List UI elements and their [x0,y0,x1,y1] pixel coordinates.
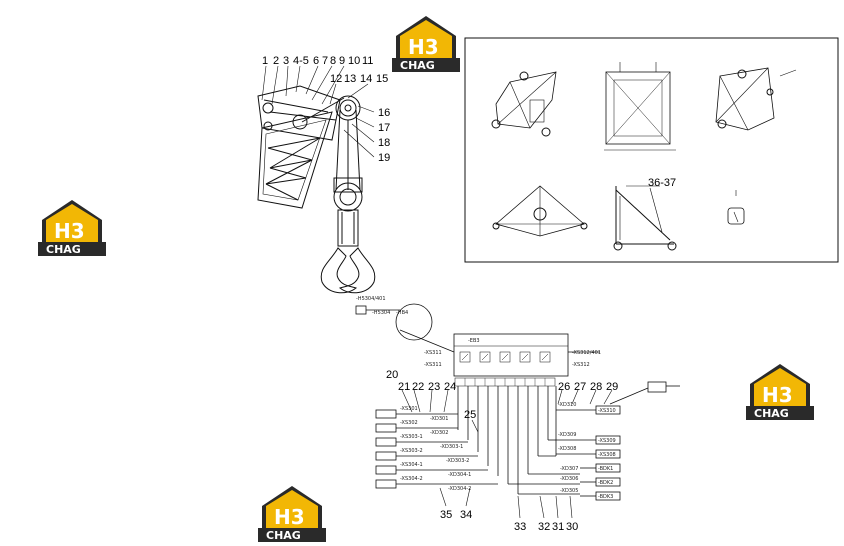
detail-views-frame [464,37,839,263]
svg-text:CHAG: CHAG [266,529,301,542]
callout-3: 3 [283,55,289,67]
svg-text:H3: H3 [54,219,85,243]
svg-text:H3: H3 [408,35,439,59]
svg-text:-XS310: -XS310 [598,408,616,414]
svg-text:-EB3: -EB3 [468,338,480,344]
svg-text:-XS301: -XS301 [400,406,418,412]
svg-text:-XS303-2: -XS303-2 [400,448,423,454]
schematic-callouts: 20 21 22 23 24 25 26 27 28 29 30 31 32 3… [386,369,618,533]
callout-8: 8 [330,55,336,67]
svg-text:-XD302: -XD302 [430,430,448,436]
callout-27: 27 [574,381,586,393]
callout-19: 19 [378,152,390,164]
callout-23: 23 [428,381,440,393]
svg-text:-XD301: -XD301 [430,416,448,422]
svg-text:-XS312/401: -XS312/401 [572,350,601,356]
svg-text:-XD307: -XD307 [560,466,578,472]
crane-leader-lines [261,65,375,158]
callout-24: 24 [444,381,456,393]
callout-11: 11 [362,55,373,67]
svg-text:-XD309: -XD309 [558,432,576,438]
svg-text:-BDK1: -BDK1 [598,466,613,472]
crane-jib-drawing [257,85,376,294]
svg-text:-XD306: -XD306 [560,476,578,482]
svg-text:-BDK2: -BDK2 [598,480,613,486]
svg-text:H3: H3 [274,505,305,529]
svg-text:-HB4: -HB4 [396,310,408,316]
svg-text:-XS308: -XS308 [598,452,616,458]
schematic-leader-lines [401,389,613,519]
callout-30: 30 [566,521,578,533]
callout-20: 20 [386,369,398,381]
callout-25: 25 [464,409,476,421]
callout-14: 14 [360,73,372,85]
callout-17: 17 [378,122,390,134]
callout-4-5: 4-5 [293,55,309,67]
svg-text:-XD308: -XD308 [558,446,576,452]
callout-18: 18 [378,137,390,149]
svg-text:-XD305: -XD305 [560,488,578,494]
svg-text:CHAG: CHAG [400,59,435,72]
callout-1: 1 [262,55,268,67]
svg-text:CHAG: CHAG [754,407,789,420]
svg-text:-XD303-2: -XD303-2 [446,458,469,464]
svg-text:-XD304-1: -XD304-1 [448,472,471,478]
watermark-logo-right: H3 CHAG [746,364,814,420]
callout-6: 6 [313,55,319,67]
callout-7: 7 [322,55,328,67]
watermark-logo-bottom: H3 CHAG [258,486,326,542]
svg-text:-XS304-1: -XS304-1 [400,462,423,468]
svg-text:-XS309: -XS309 [598,438,616,444]
svg-text:-BDK3: -BDK3 [598,494,613,500]
callout-12: 12 [330,73,342,85]
callout-33: 33 [514,521,526,533]
svg-text:-XS303-1: -XS303-1 [400,434,423,440]
crane-callouts: 1 2 3 4-5 6 7 8 9 10 11 12 13 14 15 16 1… [262,55,390,164]
svg-text:-XS311: -XS311 [424,350,442,356]
svg-text:-XS311: -XS311 [424,362,442,368]
callout-16: 16 [378,107,390,119]
callout-29: 29 [606,381,618,393]
callout-31: 31 [552,521,564,533]
svg-text:-XS304-2: -XS304-2 [400,476,423,482]
callout-32: 32 [538,521,550,533]
callout-10: 10 [348,55,360,67]
callout-2: 2 [273,55,279,67]
callout-36-37: 36-37 [648,177,676,189]
watermark-logo-top: H3 CHAG [392,16,460,72]
callout-15: 15 [376,73,388,85]
callout-21: 21 [398,381,410,393]
callout-35: 35 [440,509,452,521]
svg-text:-XS302: -XS302 [400,420,418,426]
callout-28: 28 [590,381,602,393]
svg-text:-XD304-2: -XD304-2 [448,486,471,492]
svg-text:-XS312: -XS312 [572,362,590,368]
svg-text:H3: H3 [762,383,793,407]
callout-9: 9 [339,55,345,67]
svg-text:CHAG: CHAG [46,243,81,256]
callout-22: 22 [412,381,424,393]
svg-text:-XD303-1: -XD303-1 [440,444,463,450]
watermark-logo-left: H3 CHAG [38,200,106,256]
callout-26: 26 [558,381,570,393]
svg-text:-XD310: -XD310 [558,402,576,408]
svg-text:-H5304/401: -H5304/401 [356,296,386,302]
callout-34: 34 [460,509,472,521]
schematic-wire-labels: -H5304/401 -H5304 -HB4 -EB3 -XS312/401 -… [356,296,616,500]
svg-text:-H5304: -H5304 [372,310,390,316]
callout-13: 13 [344,73,356,85]
electrical-schematic [355,303,680,501]
